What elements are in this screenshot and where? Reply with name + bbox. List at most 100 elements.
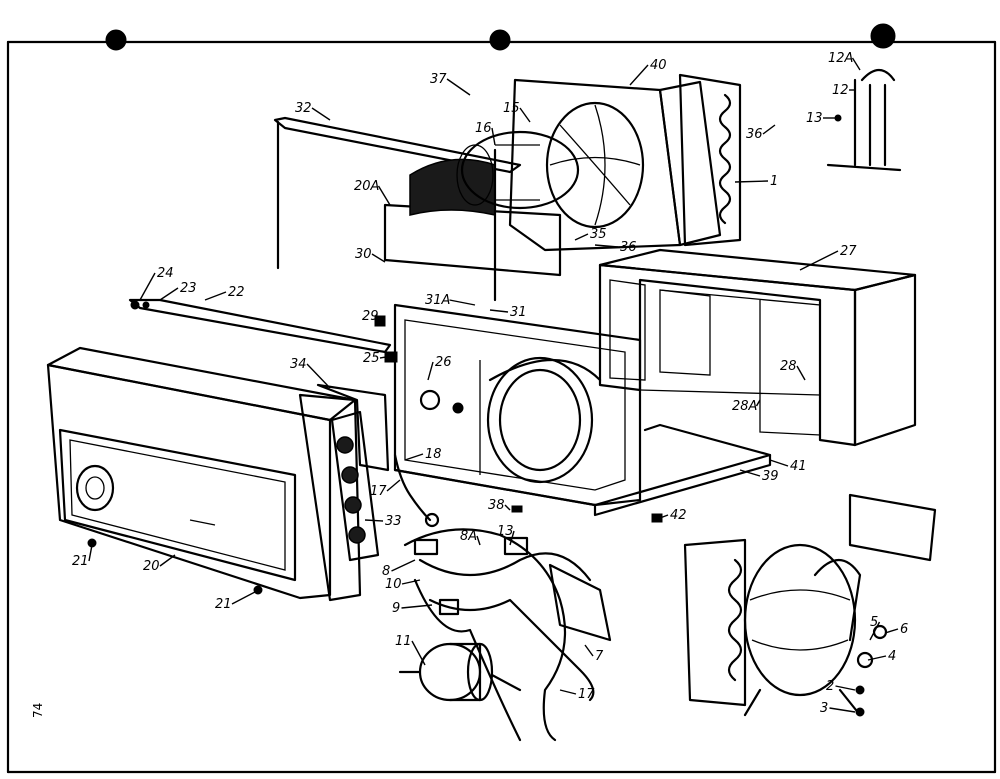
leader-line [796,365,806,381]
leader-line [449,299,476,306]
callout-6: 6 [900,622,908,637]
callout-20: 20 [143,559,160,574]
callout-30: 30 [355,247,372,262]
leader-line [139,272,156,301]
callout-31: 31 [510,305,527,320]
callout-36: 36 [620,240,637,255]
leader-line [739,469,761,477]
callout-5: 5 [870,615,878,630]
leader-line [306,363,331,389]
leader-line [734,180,769,183]
callout-22: 22 [228,285,245,300]
evaporator-coil [383,158,562,277]
leader-line [371,253,386,263]
callout-25: 25 [363,351,380,366]
callout-28: 28 [780,359,797,374]
page-number: 74 [31,703,45,718]
binder-hole-left [105,29,127,51]
callout-9: 9 [392,601,400,616]
callout-37: 37 [430,72,447,87]
callout-28a: 28A [732,399,757,414]
callout-39: 39 [762,469,779,484]
callout-8a: 8A [460,529,477,544]
leader-line [769,459,789,467]
callout-41: 41 [790,459,807,474]
leader-line [559,689,577,695]
leader-line [377,185,391,206]
callout-12: 12 [832,83,849,98]
fan-shroud [508,78,722,252]
callout-13: 13 [806,111,823,126]
fan-motor [398,642,522,702]
binder-hole-center [489,29,511,51]
condenser-coil [678,73,742,247]
callout-18: 18 [425,447,442,462]
capillary-tube-assembly [826,68,902,172]
callout-33: 33 [385,514,402,529]
callout-1: 1 [770,174,778,189]
leader-line [829,707,856,713]
callout-38: 38 [488,498,505,513]
leader-line [374,315,380,321]
chassis-base [393,303,772,517]
leader-line [509,530,515,546]
blower-motor [456,130,580,302]
top-rail [128,298,392,354]
callout-35: 35 [590,227,607,242]
leader-line [835,685,856,691]
leader-line [659,514,669,519]
leader-line [88,544,93,562]
binder-hole-right [870,23,896,49]
cabinet-top-cover [273,116,522,270]
callout-12a: 12A [828,51,853,66]
leader-line [799,250,839,271]
callout-7: 7 [595,649,604,664]
leader-line [476,535,481,546]
leader-line [379,356,387,359]
compressor-assembly [683,493,937,717]
leader-line [504,504,511,511]
front-panel-assembly [46,346,362,602]
air-filter [330,410,380,562]
outer-cabinet [598,248,917,447]
callout-2: 2 [826,679,834,694]
leader-line [584,644,594,657]
callout-23: 23 [180,281,197,296]
callout-17: 17 [370,484,387,499]
callout-17: 17 [578,687,595,702]
leader-line [884,628,899,634]
leader-line [869,621,881,641]
leader-line [204,291,227,301]
leader-line [489,309,509,313]
wiring-harness [393,389,612,742]
callout-20a: 20A [354,179,379,194]
control-panel-bracket [316,383,390,472]
callout-31a: 31A [425,293,450,308]
callout-15: 15 [503,101,520,116]
callout-16: 16 [475,121,492,136]
leader-line [411,640,426,666]
leader-line [491,127,496,146]
leader-line [629,64,649,86]
callout-21: 21 [215,597,232,612]
callout-34: 34 [290,357,307,372]
callout-40: 40 [650,58,667,73]
leader-line [404,453,424,461]
leader-line [159,554,176,567]
leader-line [231,591,256,605]
callout-32: 32 [295,101,312,116]
callout-42: 42 [670,508,687,523]
leader-line [755,399,761,407]
leader-line [386,479,401,492]
leader-line [391,559,416,572]
leader-line [851,57,861,71]
leader-line [364,519,384,522]
callout-4: 4 [888,649,896,664]
leader-line [867,655,887,661]
leader-line [401,579,421,585]
leader-line [519,107,531,123]
callout-29: 29 [362,309,379,324]
page-frame [6,23,997,774]
